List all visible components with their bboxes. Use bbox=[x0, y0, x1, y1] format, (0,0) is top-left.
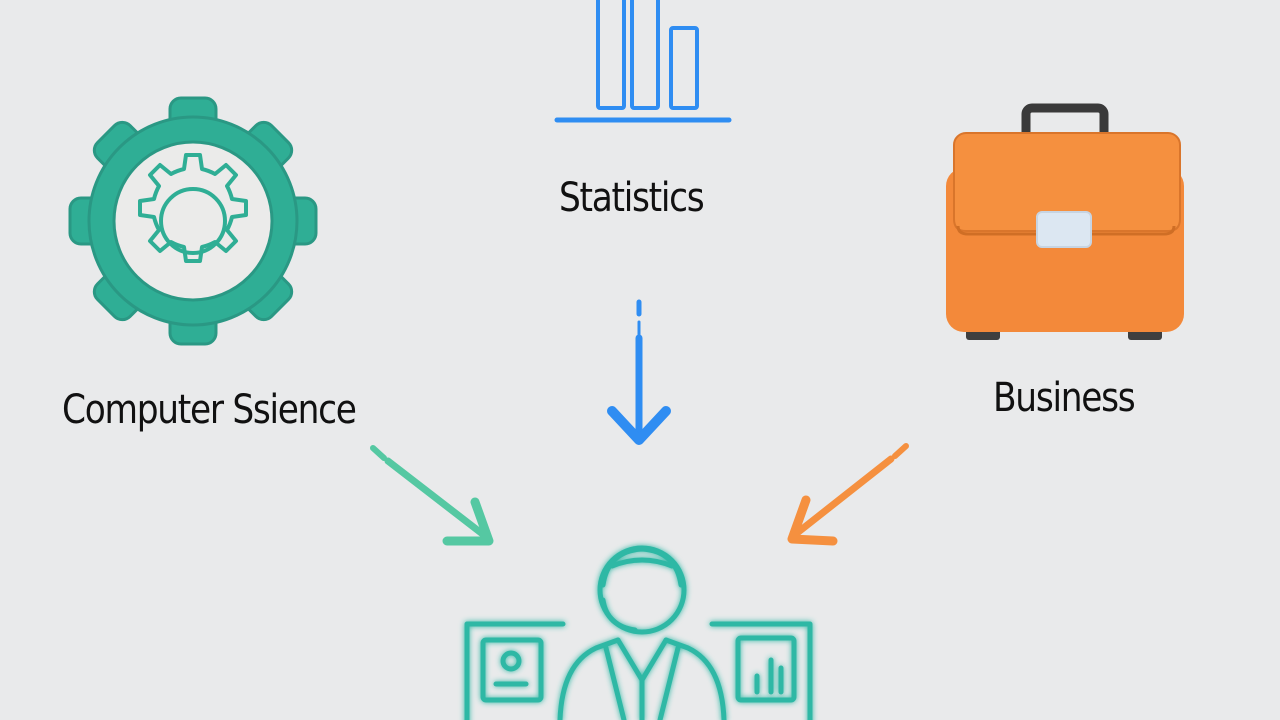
arrow-from-business bbox=[787, 443, 909, 546]
statistics-label: Statistics bbox=[559, 175, 705, 221]
computer-science-label: Computer Ssience bbox=[62, 387, 357, 433]
arrow-from-statistics bbox=[607, 299, 671, 445]
bar-chart-icon bbox=[554, 0, 732, 123]
arrow-from-computer-science bbox=[370, 445, 494, 546]
briefcase-icon bbox=[946, 103, 1184, 340]
data-scientist-icon bbox=[464, 545, 813, 720]
gear-icon bbox=[68, 96, 318, 346]
business-label: Business bbox=[993, 375, 1136, 421]
